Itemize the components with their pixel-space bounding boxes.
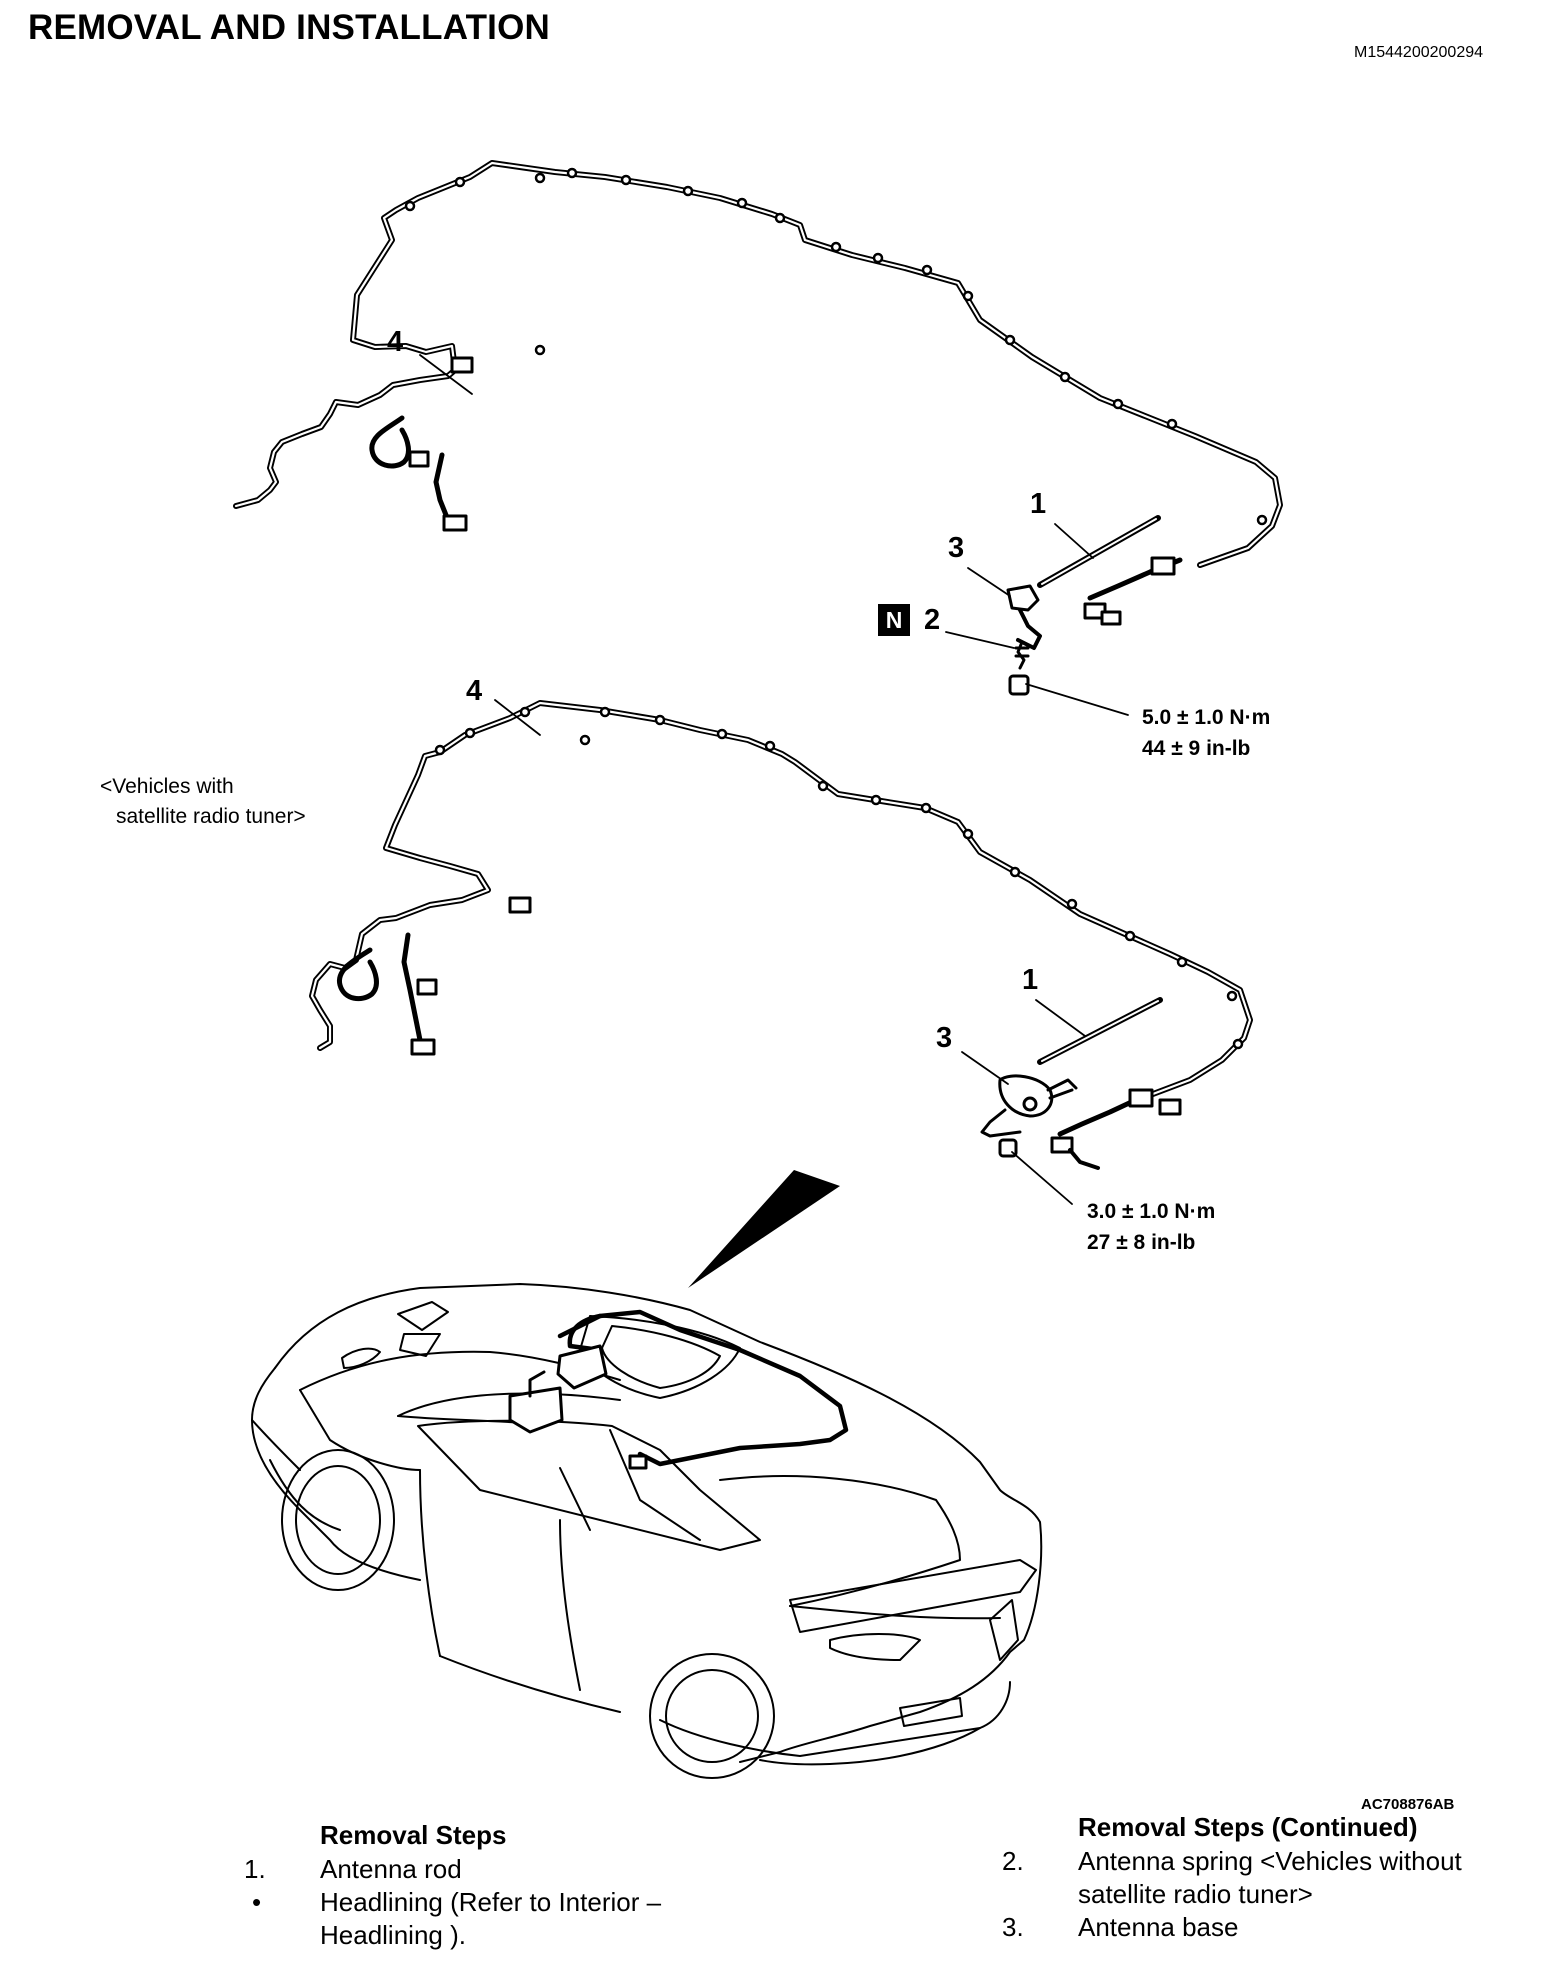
top-antenna-base — [1006, 584, 1042, 696]
page-title: REMOVAL AND INSTALLATION — [28, 8, 550, 47]
step-text: Headlining (Refer to Interior – Headlini… — [320, 1887, 662, 1950]
removal-steps: Removal Steps 1. Antenna rod • Headlinin… — [244, 1820, 724, 1952]
variant-label-line1: <Vehicles with — [100, 775, 234, 798]
removal-steps-continued: Removal Steps (Continued) 2. Antenna spr… — [1002, 1812, 1522, 1944]
top-antenna-harness — [233, 160, 1283, 626]
callout-harness-top: 4 — [387, 326, 404, 358]
step-text: Antenna rod — [320, 1854, 462, 1884]
bottom-antenna-harness — [309, 700, 1253, 1170]
step-text: Antenna spring <Vehicles without satelli… — [1078, 1846, 1462, 1909]
step-text: Antenna base — [1078, 1912, 1239, 1942]
removal-step-item: • Headlining (Refer to Interior – Headli… — [244, 1886, 724, 1952]
step-marker: • — [252, 1887, 262, 1917]
removal-steps-list: 1. Antenna rod • Headlining (Refer to In… — [244, 1853, 724, 1952]
torque-bottom-metric: 3.0 ± 1.0 N·m — [1087, 1200, 1216, 1223]
torque-spec-top: 5.0 ± 1.0 N·m 44 ± 9 in-lb — [1142, 702, 1270, 764]
variant-label: <Vehicles with satellite radio tuner> — [100, 772, 306, 832]
step-marker: 2. — [1002, 1846, 1024, 1876]
removal-steps-continued-heading: Removal Steps (Continued) — [1078, 1812, 1418, 1842]
removal-steps-continued-list: 2. Antenna spring <Vehicles without sate… — [1002, 1845, 1522, 1944]
callout-rod-bottom: 1 — [1022, 964, 1039, 996]
top-harness-clips — [404, 167, 1268, 526]
callout-base-bottom: 3 — [936, 1022, 953, 1054]
variant-label-line2: satellite radio tuner> — [116, 805, 306, 828]
bottom-leader-lines — [494, 699, 1086, 1205]
figure-id: AC708876AB — [1361, 1796, 1455, 1813]
removal-steps-heading: Removal Steps — [320, 1820, 507, 1850]
torque-top-metric: 5.0 ± 1.0 N·m — [1142, 706, 1271, 729]
torque-spec-bottom: 3.0 ± 1.0 N·m 27 ± 8 in-lb — [1087, 1196, 1215, 1258]
document-id: M1544200200294 — [1354, 44, 1484, 61]
bottom-harness-clips — [434, 706, 1244, 1050]
torque-bottom-imperial: 27 ± 8 in-lb — [1087, 1231, 1196, 1254]
callout-rod-top: 1 — [1030, 488, 1047, 520]
car-antenna-harness — [508, 1309, 849, 1470]
callout-base-top: 3 — [948, 532, 965, 564]
bottom-harness-cable — [309, 700, 1253, 1100]
top-antenna-rod — [1037, 515, 1161, 588]
torque-top-imperial: 44 ± 9 in-lb — [1142, 737, 1251, 760]
step-marker: 1. — [244, 1854, 266, 1884]
callout-spring-top: 2 — [924, 604, 941, 636]
top-harness-cable — [233, 160, 1283, 568]
new-part-badge: N — [878, 604, 910, 636]
removal-step-item: 3. Antenna base — [1002, 1911, 1522, 1944]
top-harness-cable-inner — [234, 161, 1282, 567]
bottom-antenna-base — [980, 1074, 1078, 1158]
car-outline — [251, 1283, 1043, 1779]
removal-step-item: 1. Antenna rod — [244, 1853, 724, 1886]
callout-harness-bottom: 4 — [466, 675, 483, 707]
view-pointer — [688, 1170, 840, 1288]
removal-step-item: 2. Antenna spring <Vehicles without sate… — [1002, 1845, 1522, 1911]
bottom-antenna-rod — [1037, 997, 1163, 1065]
step-marker: 3. — [1002, 1912, 1024, 1942]
top-leader-lines — [419, 354, 1129, 716]
